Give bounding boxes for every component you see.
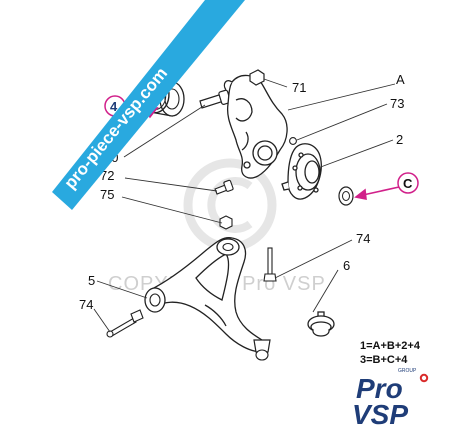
pro-vsp-logo: GROUP Pro VSP [352, 368, 429, 430]
arm-bush-front [216, 238, 240, 256]
watermark-banner: pro-piece-vsp.com [52, 0, 245, 210]
control-arm [149, 237, 263, 353]
wheel-hub [281, 143, 322, 200]
label-2: 2 [396, 132, 403, 147]
bolt-72 [214, 179, 234, 195]
formula-2: 3=B+C+4 [360, 354, 408, 366]
label-74-bottom: 74 [79, 297, 93, 312]
logo-dot-icon [419, 373, 429, 383]
hub-nut [338, 186, 354, 206]
ball-joint [307, 311, 335, 337]
leader-lines [93, 78, 396, 333]
logo-group-text: GROUP [398, 368, 417, 374]
nut-71 [249, 69, 265, 86]
bolt-74-horizontal [106, 309, 144, 338]
nut-73 [289, 137, 297, 145]
label-4: 4 [110, 99, 118, 114]
watermark-banner-text: pro-piece-vsp.com [60, 64, 171, 193]
label-5: 5 [88, 273, 95, 288]
label-a: A [396, 72, 405, 87]
nut-75 [219, 215, 233, 230]
logo-vsp-text: VSP [352, 399, 408, 430]
label-74-top: 74 [356, 231, 370, 246]
label-75: 75 [100, 187, 114, 202]
label-72: 72 [100, 168, 114, 183]
steering-knuckle [223, 74, 288, 179]
arm-ball-joint [253, 339, 271, 361]
arm-bush-rear [144, 287, 166, 313]
bolt-74-vertical [263, 247, 277, 282]
label-73: 73 [390, 96, 404, 111]
label-71: 71 [292, 80, 306, 95]
label-c: C [403, 176, 413, 191]
label-6: 6 [343, 258, 350, 273]
formula-1: 1=A+B+2+4 [360, 340, 421, 352]
logo-pro-text: Pro [356, 373, 403, 404]
